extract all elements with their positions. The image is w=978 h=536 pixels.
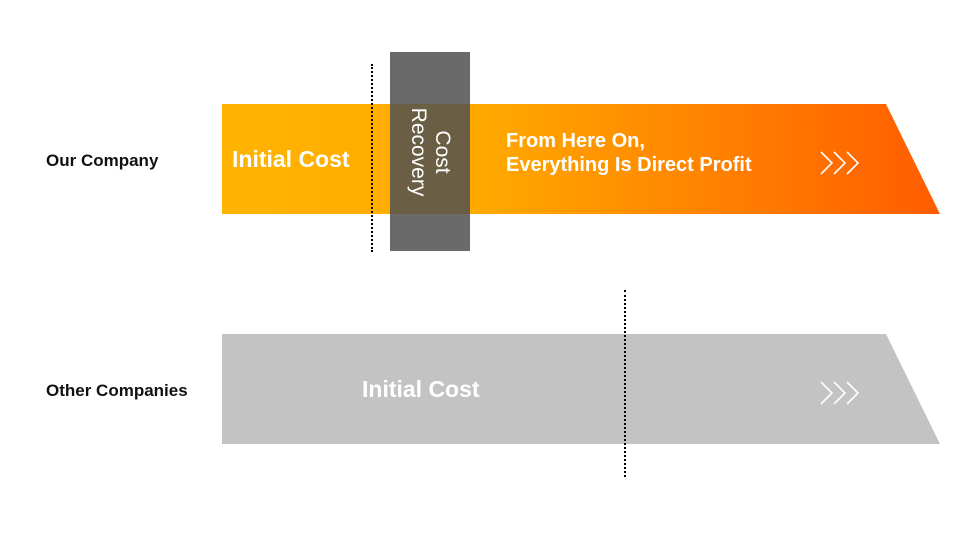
other-breakeven-line: [624, 290, 626, 477]
our-initial-cost-label: Initial Cost: [232, 146, 350, 172]
direct-profit-label: From Here On, Everything Is Direct Profi…: [506, 130, 752, 176]
other-initial-cost-label: Initial Cost: [362, 376, 480, 402]
row-label-our-company: Our Company: [46, 151, 159, 170]
triple-chevron-right-icon: [820, 381, 860, 405]
other-companies-bar: [222, 334, 940, 444]
row-label-other-companies: Other Companies: [46, 381, 188, 400]
our-breakeven-line: [371, 64, 373, 252]
cost-recovery-label: Cost Recovery: [407, 107, 454, 196]
triple-chevron-right-icon: [820, 151, 860, 175]
cost-recovery-box: Cost Recovery: [390, 52, 470, 251]
